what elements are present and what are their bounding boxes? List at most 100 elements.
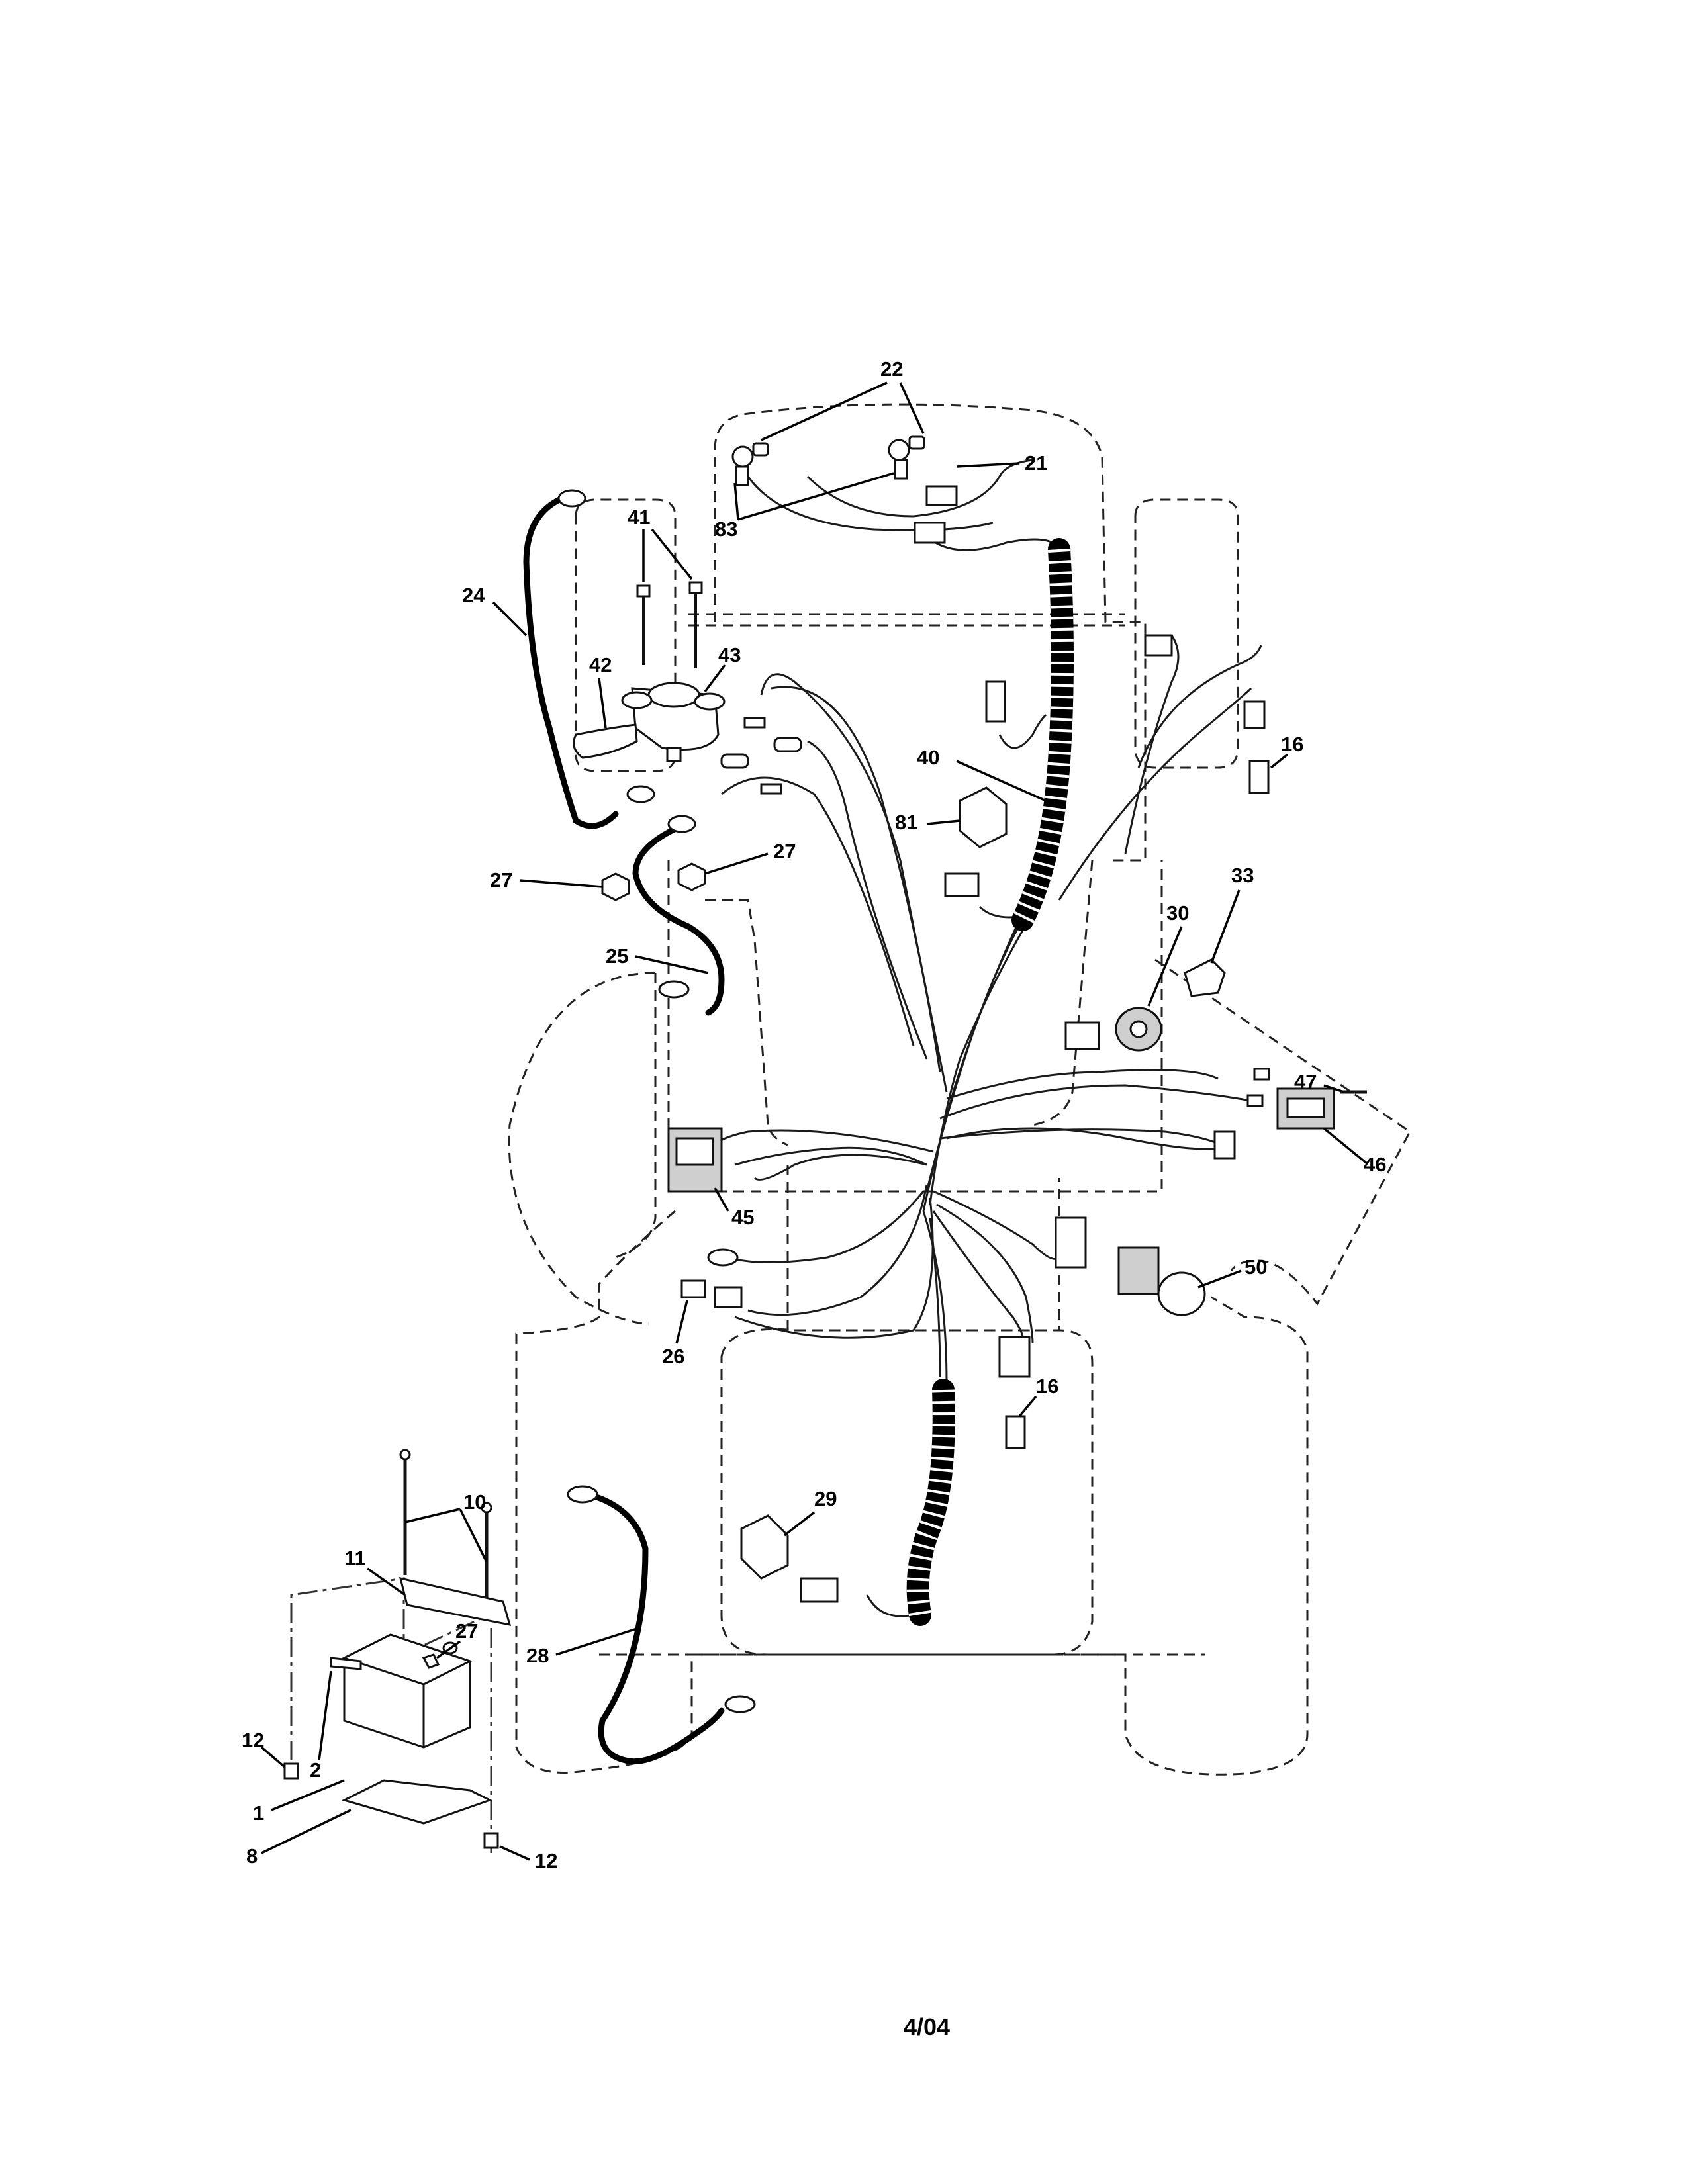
leader-25: [635, 955, 709, 974]
leader-24: [492, 601, 528, 637]
leader-83: [733, 482, 739, 520]
leader-26: [675, 1300, 688, 1344]
wire: [936, 1203, 1034, 1344]
dash-panel-outline: [705, 860, 1094, 1146]
wire: [721, 776, 915, 1046]
harness-clip: [731, 442, 769, 486]
ignition-key-slot: [1129, 1020, 1148, 1038]
clip-circle: [731, 445, 754, 468]
bolt-41a: [636, 584, 651, 665]
ring-terminal: [567, 1485, 598, 1504]
wire: [807, 740, 928, 1060]
tray-8: [341, 1779, 492, 1825]
connector: [714, 1286, 743, 1308]
wire: [1058, 687, 1252, 901]
callout-81: 81: [895, 811, 917, 834]
leader-47: [1323, 1084, 1344, 1093]
solenoid-flange: [694, 692, 726, 711]
leader-50: [1197, 1269, 1242, 1289]
battery-top: [342, 1633, 473, 1686]
wire: [760, 673, 948, 1093]
leader-27b: [704, 852, 769, 875]
spade-terminal: [1246, 1094, 1264, 1107]
clip-tab: [752, 442, 769, 457]
leader-1: [271, 1779, 345, 1811]
leader-21: [956, 462, 1020, 468]
harness-wires: [707, 459, 1262, 1617]
wire: [946, 1127, 1219, 1150]
connector-21: [925, 485, 958, 506]
callout-1: 1: [253, 1801, 264, 1825]
hold-down-11: [399, 1577, 512, 1626]
callout-21: 21: [1025, 451, 1047, 475]
wire: [1137, 645, 1262, 768]
clip-stem: [735, 465, 749, 486]
callout-50: 50: [1244, 1255, 1267, 1279]
ring-terminal: [724, 1695, 756, 1713]
bolt-head: [688, 581, 703, 594]
leader-46: [1323, 1127, 1368, 1165]
leader-43: [704, 664, 726, 693]
callout-29: 29: [814, 1487, 837, 1510]
leader-81: [926, 819, 961, 825]
solenoid-cap: [647, 682, 700, 708]
wire: [933, 1190, 1060, 1260]
callout-30: 30: [1166, 901, 1189, 925]
rod-head: [481, 1502, 492, 1514]
leader-22: [899, 382, 925, 434]
wire: [929, 913, 1034, 1205]
wire: [734, 1197, 934, 1339]
callout-40: 40: [917, 746, 939, 769]
pto-switch-knob-50: [1157, 1271, 1206, 1316]
callout-11: 11: [344, 1547, 366, 1570]
switch-33: [1184, 958, 1226, 997]
bolt-head: [636, 584, 651, 598]
right-panel-outline: [1154, 958, 1411, 1306]
module-face: [675, 1137, 714, 1166]
wire: [946, 1069, 1219, 1100]
leader-8: [261, 1809, 352, 1854]
conduit-ribs: [1012, 549, 1074, 925]
ring-terminal: [658, 980, 690, 999]
connector: [985, 680, 1006, 723]
solenoid-flange: [621, 691, 653, 709]
wire: [727, 1191, 925, 1263]
callout-16b: 16: [1036, 1375, 1058, 1398]
callout-33: 33: [1231, 864, 1254, 887]
clip-tab: [908, 435, 925, 450]
wire: [866, 1594, 914, 1617]
callout-83: 83: [715, 518, 737, 541]
callout-47: 47: [1294, 1070, 1317, 1093]
leader-10: [404, 1508, 461, 1524]
ring-terminal: [557, 489, 586, 508]
date-code: 4/04: [903, 2013, 951, 2040]
connector: [1064, 1021, 1100, 1050]
callout-labels: 22 21 83 41 24 43 42 16 40 81 27 27 33 3…: [242, 357, 1386, 1872]
callout-46: 46: [1364, 1153, 1386, 1176]
wire: [939, 1128, 1233, 1153]
ring-terminal: [667, 815, 696, 833]
leader-2: [318, 1670, 332, 1761]
rod-head: [399, 1449, 411, 1461]
callout-42: 42: [589, 653, 612, 676]
spade-terminal: [1253, 1068, 1270, 1081]
spade-terminal: [743, 717, 766, 729]
clip-circle: [888, 439, 910, 461]
leader-40: [956, 760, 1047, 802]
bullet-connector: [773, 737, 802, 752]
connector: [914, 522, 946, 544]
hex-nut-27: [601, 872, 630, 901]
leader-41: [651, 528, 693, 580]
harness-clip: [888, 435, 925, 480]
leader-42: [598, 678, 607, 729]
wire: [929, 1217, 941, 1377]
wire: [925, 893, 1041, 1192]
leader-10: [459, 1508, 488, 1563]
callout-8: 8: [246, 1844, 258, 1868]
callout-12b: 12: [535, 1849, 557, 1872]
clip-stem: [894, 459, 908, 480]
callout-12a: 12: [242, 1729, 264, 1752]
leader-83: [737, 472, 894, 521]
wire: [771, 686, 941, 1073]
plug-16: [1005, 1415, 1026, 1449]
